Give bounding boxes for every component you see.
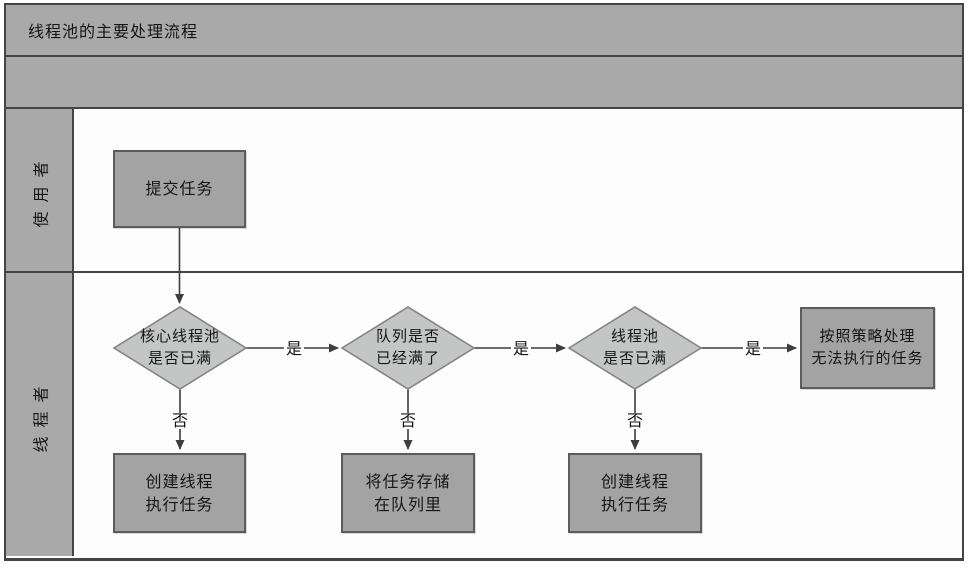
diagram-title: 线程池的主要处理流程 <box>28 22 199 41</box>
lane-user-label: 使用者 <box>31 152 51 228</box>
pool-title-bar: 线程池的主要处理流程 <box>6 5 962 57</box>
pool-subheader-bar <box>6 57 962 109</box>
node-policy-handle-label: 按照策略处理 无法执行的任务 <box>811 327 924 367</box>
node-create-thread-1: 创建线程 执行任务 <box>113 453 246 533</box>
edge-label-yes-1: 是 <box>283 339 305 358</box>
node-pool-full-label: 线程池 是否已满 <box>602 327 667 367</box>
edge-label-yes-3: 是 <box>742 339 764 358</box>
edge-label-no-3: 否 <box>624 411 646 430</box>
node-create-thread-2: 创建线程 执行任务 <box>568 453 702 533</box>
lane-threader-label-column: 线程者 <box>6 273 74 556</box>
node-policy-handle: 按照策略处理 无法执行的任务 <box>800 307 935 389</box>
lane-user-label-column: 使用者 <box>6 109 74 271</box>
node-create-thread-1-label: 创建线程 执行任务 <box>145 471 214 514</box>
lane-threader-label: 线程者 <box>31 376 51 453</box>
node-submit-task: 提交任务 <box>113 150 246 228</box>
edge-label-no-2: 否 <box>397 411 419 430</box>
node-submit-task-label: 提交任务 <box>145 179 214 199</box>
node-store-in-queue-label: 将任务存储 在队列里 <box>365 471 451 514</box>
edge-label-yes-2: 是 <box>510 339 532 358</box>
node-create-thread-2-label: 创建线程 执行任务 <box>600 471 669 514</box>
node-store-in-queue: 将任务存储 在队列里 <box>341 453 475 533</box>
edge-label-no-1: 否 <box>169 411 191 430</box>
node-queue-full-label: 队列是否 已经满了 <box>375 327 440 367</box>
node-core-pool-full-label: 核心线程池 是否已满 <box>139 327 220 367</box>
